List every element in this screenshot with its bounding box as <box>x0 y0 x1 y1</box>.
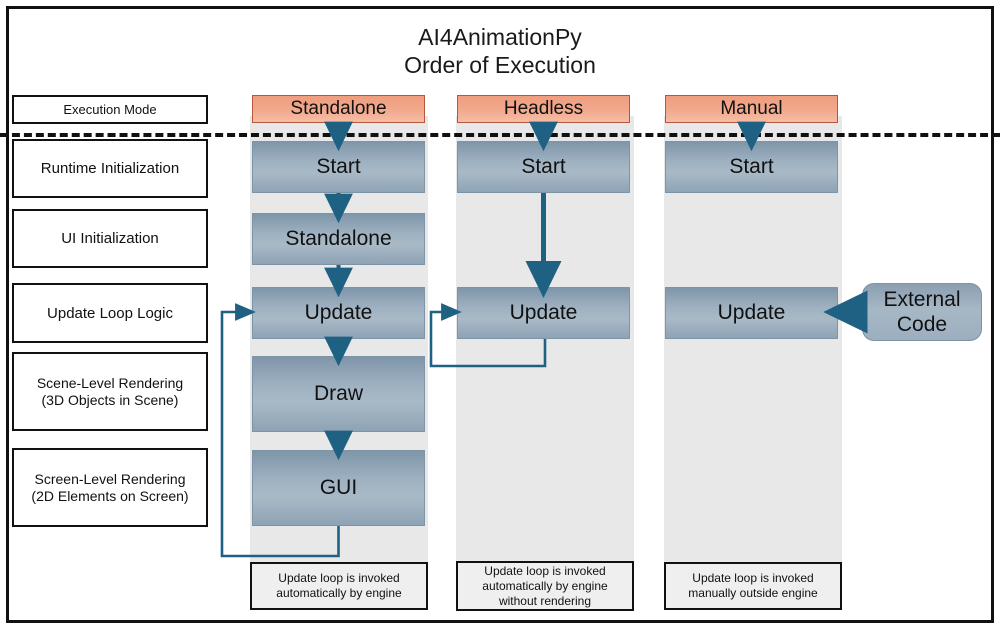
diagram-title: AI4AnimationPy Order of Execution <box>0 24 1000 79</box>
mode-header-standalone[interactable]: Standalone <box>252 95 425 123</box>
stage-headless-update[interactable]: Update <box>457 287 630 339</box>
note-line-2: automatically by engine <box>482 578 608 593</box>
stage-standalone-draw[interactable]: Draw <box>252 356 425 432</box>
stage-standalone-start[interactable]: Start <box>252 141 425 193</box>
row-label-line-1: UI Initialization <box>61 230 159 247</box>
stage-standalone-gui[interactable]: GUI <box>252 450 425 526</box>
row-label-line-1: Update Loop Logic <box>47 304 173 322</box>
row-label-update-loop-logic: Update Loop Logic <box>12 283 208 343</box>
stage-label: Update <box>509 301 578 324</box>
row-label-execution-mode: Execution Mode <box>12 95 208 124</box>
note-manual: Update loop is invoked manually outside … <box>664 562 842 610</box>
row-label-line-1: Scene-Level Rendering <box>36 374 184 391</box>
note-line-1: Update loop is invoked <box>484 563 606 578</box>
note-line-2: manually outside engine <box>688 586 818 600</box>
runtime-boundary-divider <box>0 133 1000 137</box>
mode-header-headless[interactable]: Headless <box>457 95 630 123</box>
stage-label: Update <box>717 301 786 324</box>
external-code-box[interactable]: External Code <box>862 283 982 341</box>
row-label-line-1: Screen-Level Rendering <box>34 470 186 487</box>
row-label-line-1: Execution Mode <box>63 102 157 117</box>
title-line-1: AI4AnimationPy <box>418 24 582 50</box>
row-label-ui-initialization: UI Initialization <box>12 209 208 268</box>
stage-label: Start <box>521 155 566 178</box>
stage-manual-start[interactable]: Start <box>665 141 838 193</box>
row-label-scene-level-rendering: Scene-Level Rendering (3D Objects in Sce… <box>12 352 208 431</box>
title-line-2: Order of Execution <box>404 52 596 78</box>
note-line-1: Update loop is invoked <box>278 571 400 585</box>
stage-label: GUI <box>319 476 358 499</box>
row-label-line-2: (3D Objects in Scene) <box>41 391 179 408</box>
stage-label: Draw <box>313 382 363 405</box>
external-code-line-1: External <box>883 288 961 311</box>
row-label-line-2: (2D Elements on Screen) <box>31 487 189 504</box>
note-line-3: without rendering <box>498 593 592 608</box>
mode-header-label: Standalone <box>290 98 387 119</box>
external-code-line-2: Code <box>896 313 948 336</box>
note-line-2: automatically by engine <box>276 586 402 600</box>
mode-header-label: Headless <box>503 98 584 119</box>
stage-headless-start[interactable]: Start <box>457 141 630 193</box>
stage-manual-update[interactable]: Update <box>665 287 838 339</box>
stage-label: Standalone <box>285 227 392 250</box>
mode-header-manual[interactable]: Manual <box>665 95 838 123</box>
note-standalone: Update loop is invoked automatically by … <box>250 562 428 610</box>
stage-standalone-update[interactable]: Update <box>252 287 425 339</box>
mode-header-label: Manual <box>720 98 783 119</box>
stage-label: Update <box>304 301 373 324</box>
note-headless: Update loop is invoked automatically by … <box>456 561 634 611</box>
row-label-runtime-initialization: Runtime Initialization <box>12 139 208 198</box>
row-label-screen-level-rendering: Screen-Level Rendering (2D Elements on S… <box>12 448 208 527</box>
stage-label: Start <box>729 155 774 178</box>
row-label-line-1: Runtime Initialization <box>40 160 180 177</box>
stage-standalone-standalone[interactable]: Standalone <box>252 213 425 265</box>
stage-label: Start <box>316 155 361 178</box>
note-line-1: Update loop is invoked <box>692 571 814 585</box>
